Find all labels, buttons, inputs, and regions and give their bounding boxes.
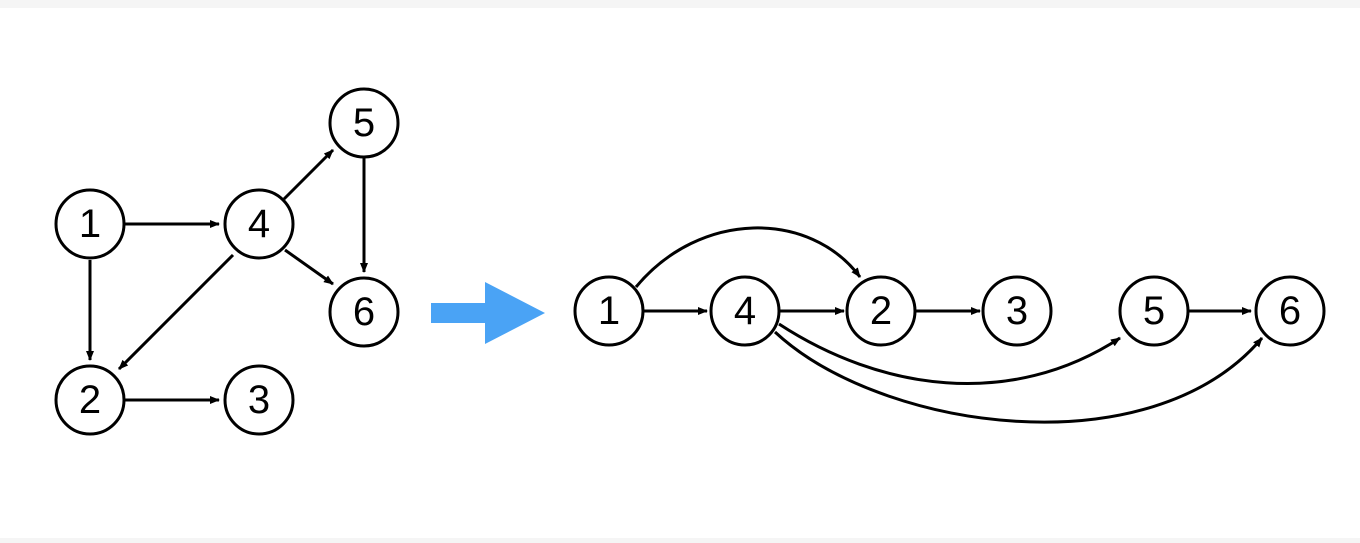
edge-4-to-6 <box>284 248 334 286</box>
transform-arrow <box>431 282 545 344</box>
before-node-6: 6 <box>328 276 400 348</box>
edge-4-to-5 <box>778 322 1121 386</box>
before-node-4: 4 <box>223 188 295 260</box>
node-label: 3 <box>1006 289 1028 333</box>
after-graph-edges <box>634 226 1264 424</box>
before-node-1: 1 <box>54 188 126 260</box>
node-label: 2 <box>870 289 892 333</box>
bottom-border-strip <box>0 538 1360 543</box>
node-label: 4 <box>248 202 270 246</box>
after-node-5: 5 <box>1118 275 1190 347</box>
node-label: 1 <box>79 202 101 246</box>
edge-4-to-6 <box>773 330 1264 424</box>
before-node-5: 5 <box>328 87 400 159</box>
node-label: 4 <box>734 289 756 333</box>
after-node-4: 4 <box>709 275 781 347</box>
before-graph-edges <box>86 148 368 404</box>
before-node-2: 2 <box>54 364 126 436</box>
top-border-strip <box>0 0 1360 8</box>
edge-4-to-2 <box>117 253 235 371</box>
after-node-2: 2 <box>845 275 917 347</box>
after-node-1: 1 <box>573 275 645 347</box>
before-node-3: 3 <box>223 364 295 436</box>
node-label: 5 <box>353 101 375 145</box>
node-label: 2 <box>79 378 101 422</box>
node-label: 5 <box>1143 289 1165 333</box>
edge-4-to-5 <box>282 148 335 201</box>
after-node-3: 3 <box>981 275 1053 347</box>
node-label: 6 <box>353 290 375 334</box>
node-label: 3 <box>248 378 270 422</box>
node-label: 1 <box>598 289 620 333</box>
node-label: 6 <box>1279 289 1301 333</box>
after-node-6: 6 <box>1254 275 1326 347</box>
edge-1-to-2 <box>634 226 862 288</box>
after-graph-nodes: 1 4 2 3 5 6 <box>573 275 1326 347</box>
before-graph-nodes: 1 2 3 4 5 6 <box>54 87 400 436</box>
